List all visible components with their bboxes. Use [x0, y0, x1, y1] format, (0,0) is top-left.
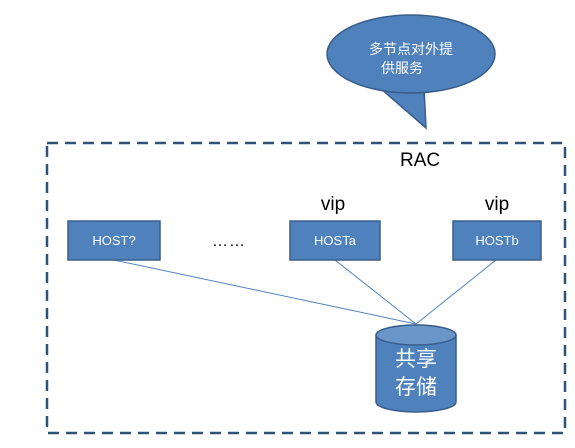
ellipsis-dots: …… [212, 233, 246, 250]
host-box-shape [67, 220, 161, 261]
callout-text-line2: 供服务 [381, 61, 423, 77]
connection-line [334, 259, 417, 325]
storage-text-line2: 存储 [395, 375, 437, 399]
rac-cluster-border [45, 141, 567, 435]
callout-text-line1: 多节点对外提 [369, 41, 453, 58]
host-box-b: vip HOSTb [452, 194, 542, 261]
connection-lines [113, 259, 497, 325]
host-box-a: vip HOSTa [289, 194, 381, 261]
vip-label: vip [485, 194, 509, 215]
service-callout: 多节点对外提 供服务 [326, 14, 496, 130]
vip-label: vip [321, 194, 345, 215]
cylinder-body [375, 335, 457, 413]
connection-line [113, 259, 417, 325]
connection-line [415, 259, 497, 325]
host-label: HOSTb [475, 233, 518, 248]
cylinder-top [375, 324, 457, 346]
host-box-shape [452, 220, 542, 261]
rac-label: RAC [400, 150, 440, 171]
storage-text-line1: 共享 [395, 347, 437, 371]
host-label: HOST? [92, 233, 135, 248]
callout-bubble [377, 87, 427, 130]
host-label: HOSTa [314, 233, 357, 248]
host-box-shape [289, 220, 381, 261]
host-box-unknown: HOST? [67, 220, 161, 261]
shared-storage-cylinder: 共享 存储 [375, 324, 457, 413]
callout-ellipse [326, 14, 496, 94]
